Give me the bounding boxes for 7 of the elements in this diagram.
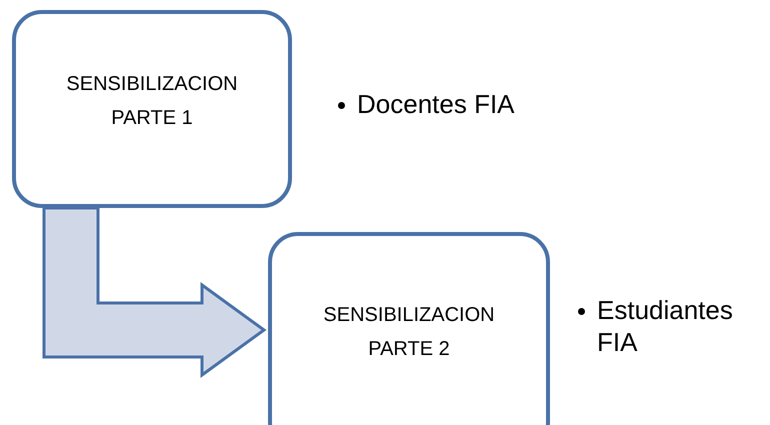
bullet-text: Estudiantes FIA	[597, 294, 734, 358]
rounded-box	[268, 232, 550, 425]
rounded-box	[12, 10, 292, 208]
box-label: SENSIBILIZACION PARTE 2	[322, 303, 496, 362]
bullet-text: Docentes FIA	[357, 88, 515, 120]
bent-block-arrow	[42, 206, 267, 378]
box-label: SENSIBILIZACION PARTE 1	[65, 72, 239, 131]
